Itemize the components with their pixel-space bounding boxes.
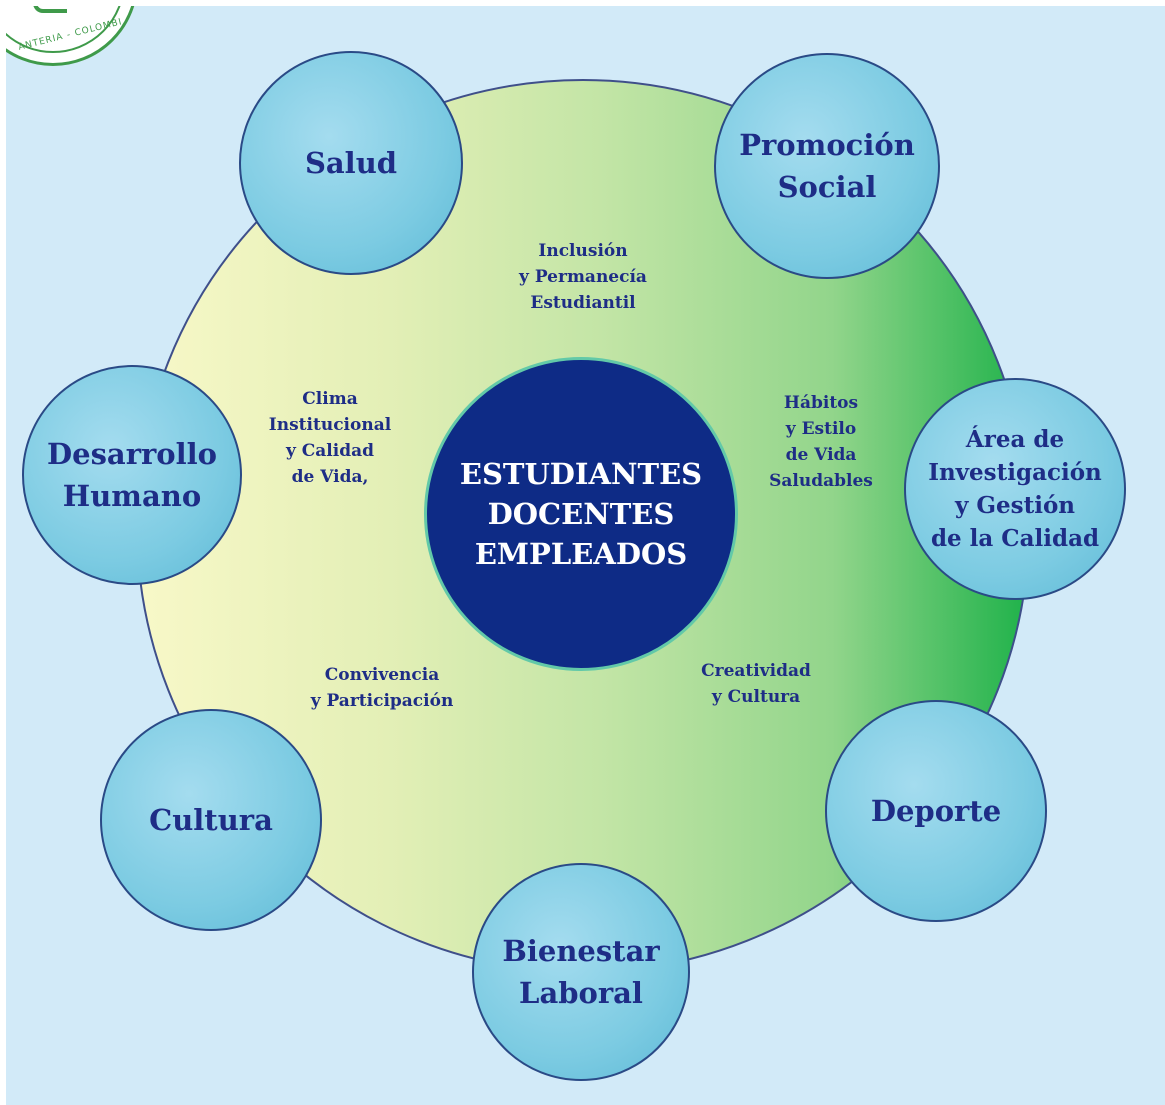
center-line-empleados: EMPLEADOS: [474, 537, 688, 571]
theme-line: Saludables: [769, 471, 873, 491]
theme-line: Estudiantil: [530, 293, 636, 313]
theme-line: y Permanecía: [519, 267, 647, 287]
node-label: Área de: [965, 426, 1065, 453]
institution-logo: ANTERIA - COLOMBI: [6, 6, 138, 66]
theme-inclusion: Inclusión y Permanecía Estudiantil: [488, 238, 678, 316]
theme-line: y Estilo: [785, 419, 857, 439]
center-line-docentes: DOCENTES: [487, 497, 675, 531]
node-deporte[interactable]: Deporte: [825, 700, 1047, 922]
node-cultura[interactable]: Cultura: [100, 709, 322, 931]
center-line-estudiantes: ESTUDIANTES: [459, 457, 703, 491]
node-label: y Gestión: [954, 492, 1076, 519]
node-promocion-social[interactable]: Promoción Social: [714, 53, 940, 279]
theme-line: de Vida,: [291, 467, 369, 487]
node-label: Social: [777, 170, 877, 204]
theme-convivencia: Convivencia y Participación: [282, 662, 482, 714]
theme-habitos: Hábitos y Estilo de Vida Saludables: [751, 390, 891, 494]
theme-clima-institucional: Clima Institucional y Calidad de Vida,: [245, 386, 415, 490]
theme-line: Convivencia: [324, 665, 440, 685]
diagram-background: ANTERIA - COLOMBI Inclusión y Permanecía…: [6, 6, 1165, 1105]
theme-line: y Cultura: [711, 687, 801, 707]
center-circle: ESTUDIANTES DOCENTES EMPLEADOS: [424, 357, 738, 671]
node-area-investigacion[interactable]: Área de Investigación y Gestión de la Ca…: [904, 378, 1126, 600]
node-salud[interactable]: Salud: [239, 51, 463, 275]
node-label: Bienestar: [502, 934, 660, 968]
theme-line: de Vida: [785, 445, 857, 465]
theme-line: Institucional: [268, 415, 392, 435]
node-label: Laboral: [519, 976, 643, 1010]
node-label: de la Calidad: [930, 525, 1100, 552]
node-label: Deporte: [870, 794, 1002, 828]
node-label: Promoción: [739, 128, 915, 162]
node-bienestar-laboral[interactable]: Bienestar Laboral: [472, 863, 690, 1081]
theme-line: Clima: [302, 389, 358, 409]
node-label: Salud: [304, 146, 398, 180]
theme-line: Inclusión: [538, 241, 628, 261]
theme-line: y Calidad: [285, 441, 375, 461]
theme-line: Hábitos: [783, 393, 859, 413]
node-label: Humano: [62, 479, 202, 513]
node-label: Desarrollo: [47, 437, 217, 471]
theme-line: y Participación: [310, 691, 454, 711]
theme-creatividad: Creatividad y Cultura: [676, 658, 836, 710]
logo-emblem-icon: [33, 6, 67, 13]
node-desarrollo-humano[interactable]: Desarrollo Humano: [22, 365, 242, 585]
node-label: Cultura: [149, 803, 273, 837]
theme-line: Creatividad: [701, 661, 811, 681]
node-label: Investigación: [928, 459, 1102, 486]
